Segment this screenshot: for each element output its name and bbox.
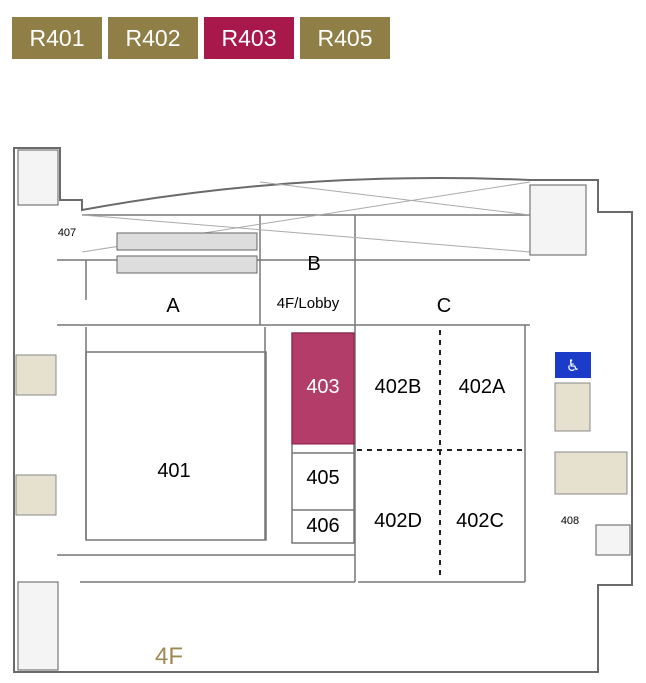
room-401-label[interactable]: 401: [157, 460, 190, 482]
tab-r403[interactable]: R403: [204, 17, 294, 59]
stairwells: [17, 149, 631, 671]
room-407-label[interactable]: 407: [58, 227, 76, 239]
wheelchair-icon: ♿: [566, 356, 580, 375]
room-402-dividers: [357, 330, 524, 580]
room-408-label[interactable]: 408: [561, 515, 579, 527]
restrooms: [15, 354, 628, 516]
room-406-label[interactable]: 406: [306, 515, 339, 537]
room-405-label[interactable]: 405: [306, 467, 339, 489]
zone-c-label: C: [437, 295, 451, 317]
room-402a-label[interactable]: 402A: [459, 376, 506, 398]
tab-r405[interactable]: R405: [300, 17, 390, 59]
room-402d-label[interactable]: 402D: [374, 510, 422, 532]
floor-label: 4F: [155, 643, 184, 670]
building-outline: [13, 147, 633, 673]
zone-a-label: A: [166, 295, 180, 317]
tab-r401[interactable]: R401: [12, 17, 102, 59]
zone-b-sublabel: 4F/Lobby: [277, 295, 340, 312]
accessible-restroom-sign: [555, 352, 591, 378]
room-403-label[interactable]: 403: [306, 376, 339, 398]
room-402b-label[interactable]: 402B: [375, 376, 422, 398]
room-403-highlight[interactable]: [291, 332, 355, 445]
tab-r402[interactable]: R402: [108, 17, 198, 59]
escalators: [116, 232, 258, 274]
zone-b-label: B: [307, 253, 320, 275]
room-402c-label[interactable]: 402C: [456, 510, 504, 532]
